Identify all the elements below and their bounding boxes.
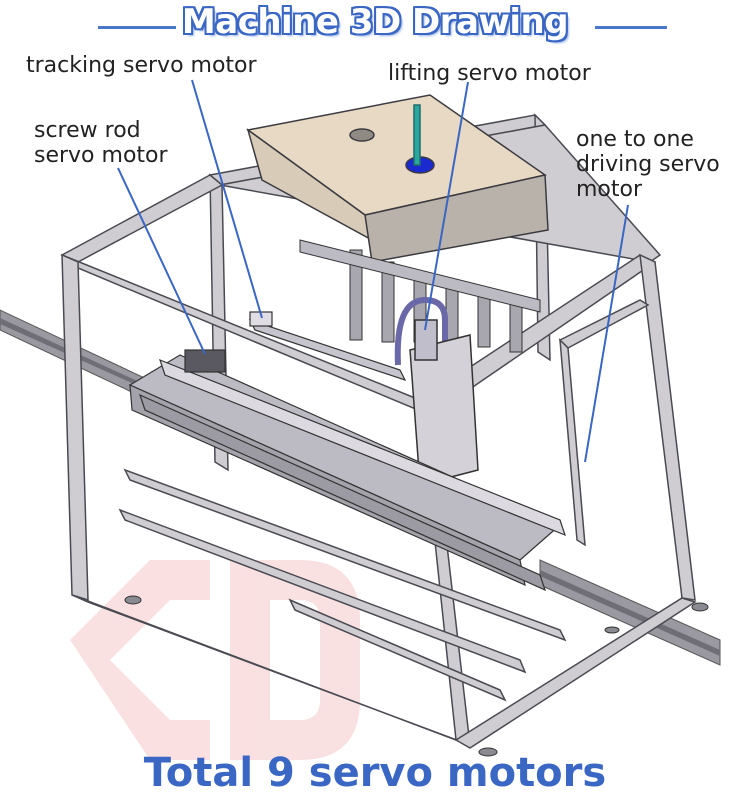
leader-lines (117, 79, 629, 463)
label-driving-servo-line3: motor (576, 177, 643, 202)
label-screw-rod-line2: servo motor (34, 143, 168, 168)
title-bar: Machine 3D Drawing (0, 0, 750, 50)
label-driving-servo-line1: one to one (576, 127, 694, 152)
label-tracking-servo-motor: tracking servo motor (26, 53, 257, 78)
page-title: Machine 3D Drawing (181, 2, 569, 42)
title-rule-right (595, 26, 667, 29)
label-driving-servo-line2: driving servo (576, 152, 720, 177)
machine-feet (124, 595, 709, 757)
footer-caption: Total 9 servo motors (143, 750, 607, 796)
conveyor-rail (0, 309, 721, 666)
title-rule-left (98, 26, 176, 29)
label-screw-rod-line1: screw rod (34, 118, 141, 143)
label-lifting-servo-motor: lifting servo motor (388, 61, 591, 86)
hopper-tank (246, 94, 549, 263)
lifting-assembly (394, 296, 479, 486)
watermark-logo (70, 560, 360, 760)
conveyor-assembly (128, 311, 566, 592)
